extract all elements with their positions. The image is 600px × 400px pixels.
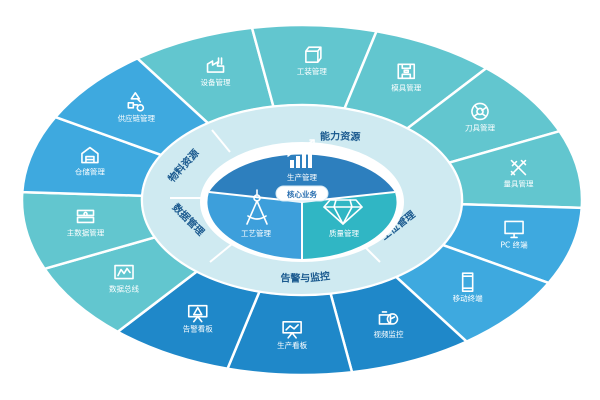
monitor-icon: [504, 220, 524, 239]
outer-segment-label: 移动终端: [453, 293, 483, 303]
warehouse-icon: [81, 146, 99, 164]
factory-icon: [206, 57, 225, 73]
outer-segment-label: 视频监控: [373, 329, 403, 339]
outer-segment-label: 生产看板: [277, 340, 307, 350]
supply-chain-icon: [127, 92, 145, 112]
outer-segment-label: PC 终端: [500, 239, 528, 249]
ruler-tools-icon: [510, 159, 527, 176]
outer-segment-label: 设备管理: [201, 77, 231, 87]
ring-divider: [209, 243, 233, 263]
diamond-icon: [323, 199, 363, 225]
core-label-shengchan: 生产管理: [287, 172, 317, 182]
center-label: 核心业务: [287, 189, 317, 199]
outer-segment-label: 主数据管理: [67, 227, 105, 237]
data-bus-icon: [114, 264, 134, 280]
core-label-gongyi: 工艺管理: [241, 228, 271, 238]
bar-chart-icon: [287, 139, 315, 168]
core-section-gongyi[interactable]: [207, 192, 302, 259]
core-circle: 生产管理 质量管理 工艺管理 核心业务: [200, 139, 404, 262]
master-data-icon: [76, 209, 95, 224]
tooling-box-icon: [305, 46, 322, 63]
video-camera-icon: [378, 311, 399, 325]
outer-segment-label: 供应链管理: [118, 113, 156, 123]
outer-segment-label: 数据总线: [109, 284, 139, 294]
mold-icon: [397, 63, 416, 80]
center-pill: [275, 185, 329, 202]
production-board-icon: [282, 321, 302, 339]
outer-segment-label: 刀具管理: [465, 122, 495, 132]
compass-icon: [246, 189, 268, 225]
outer-segment-label: 仓储管理: [75, 167, 105, 177]
outer-segment-label: 告警看板: [183, 324, 213, 334]
alarm-board-icon: [187, 304, 208, 323]
outer-segment-label: 模具管理: [391, 82, 421, 92]
core-section-shengchan[interactable]: [209, 154, 395, 202]
blade-icon: [471, 102, 489, 121]
middle-ring-outline: [141, 104, 463, 296]
core-label-zhiliang: 质量管理: [329, 228, 359, 238]
ring-divider: [211, 129, 231, 153]
outer-segment-label: 工装管理: [297, 66, 327, 76]
mobile-icon: [461, 272, 474, 292]
outer-segment-label: 量具管理: [503, 179, 533, 189]
